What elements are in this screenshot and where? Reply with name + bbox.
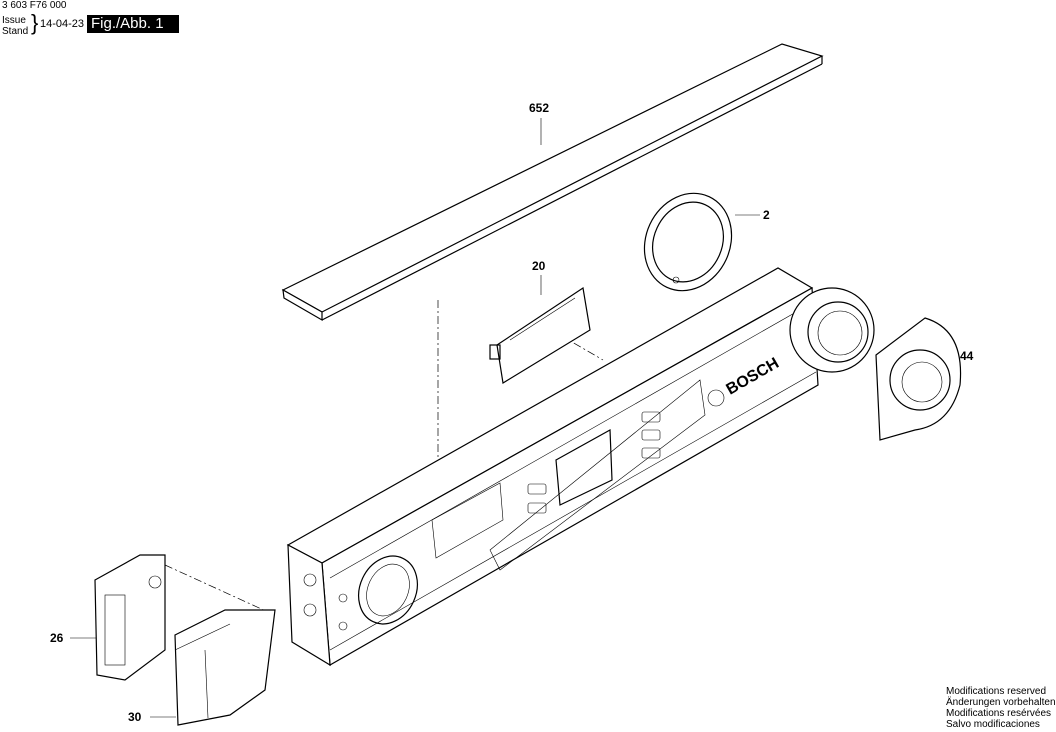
screw-hole [672, 276, 680, 284]
endcap-body [174, 609, 276, 726]
part-label-652: 652 [529, 101, 550, 115]
end-hole-3 [338, 593, 348, 603]
figure-label: Fig./Abb. 1 [87, 15, 179, 33]
part-label-44: 44 [960, 349, 974, 363]
end-hole-4 [338, 621, 348, 631]
battery-cover-rib [509, 297, 576, 341]
body-bottom-edge [329, 371, 817, 651]
battery-cover-latch [489, 344, 501, 360]
modifications-notice: Modifications reserved Änderungen vorbeh… [946, 686, 1056, 730]
part-652-cover-strip [281, 43, 824, 322]
hinge-cover-shell [875, 317, 962, 441]
part-label-30: 30 [128, 710, 142, 724]
vial-window-inner [366, 563, 410, 617]
endcap-rib [204, 649, 209, 719]
hinge-center [817, 310, 863, 356]
body-front-face [321, 287, 819, 666]
cover-top [281, 43, 824, 313]
endcap-inner-body [94, 554, 166, 681]
end-hole-1 [303, 573, 317, 587]
part-44-hinge-cover [875, 317, 962, 441]
part-label-2: 2 [763, 208, 770, 222]
button-mem [527, 483, 547, 495]
hinge-ring [807, 301, 869, 363]
battery-cover-face [496, 286, 591, 384]
button-power [641, 447, 661, 459]
part-2-round-cover [643, 192, 733, 292]
end-hole-2 [303, 603, 317, 617]
brace: } [31, 10, 39, 35]
hinge-cover-ring [889, 349, 951, 411]
hinge-cover-hole [901, 361, 943, 403]
display [555, 429, 613, 506]
issue-date: 14-04-23 [40, 18, 85, 30]
assembly-line-endcap [164, 564, 269, 613]
stand-label: Stand [2, 26, 29, 37]
hinge-housing [789, 287, 875, 373]
device-main-body: BOSCH [286, 267, 875, 667]
button-com [527, 502, 547, 514]
endcap-inner-peg [148, 575, 162, 589]
vial-window [358, 555, 418, 625]
part-label-20: 20 [532, 259, 546, 273]
part-20-battery-cover [489, 286, 591, 384]
issue-stand-label: Issue Stand [2, 15, 28, 37]
button-tol [641, 429, 661, 441]
part-26-end-cap-inner [94, 554, 166, 681]
endcap-edge [174, 623, 231, 651]
notice-es: Salvo modificaciones [946, 719, 1040, 730]
body-end-face [287, 543, 331, 667]
part-30-end-cap [174, 609, 276, 726]
part-label-26: 26 [50, 631, 64, 645]
notice-fr: Modifications resérvées [946, 708, 1052, 719]
document-number: 3 603 F76 000 [2, 0, 67, 11]
cover-ring-inner [652, 201, 724, 283]
cover-ring-outer [643, 192, 733, 292]
cover-edge-line [321, 63, 823, 321]
issue-label: Issue [2, 15, 26, 26]
bosch-logo-mark [707, 389, 725, 407]
body-front-edge [329, 302, 813, 579]
notice-en: Modifications reserved [946, 686, 1047, 697]
endcap-inner-slot [104, 594, 126, 666]
vial-recess [431, 482, 504, 559]
button-hold [641, 411, 661, 423]
notice-de: Änderungen vorbehalten [946, 697, 1056, 708]
assembly-lines [164, 300, 604, 613]
display-panel [489, 379, 706, 571]
